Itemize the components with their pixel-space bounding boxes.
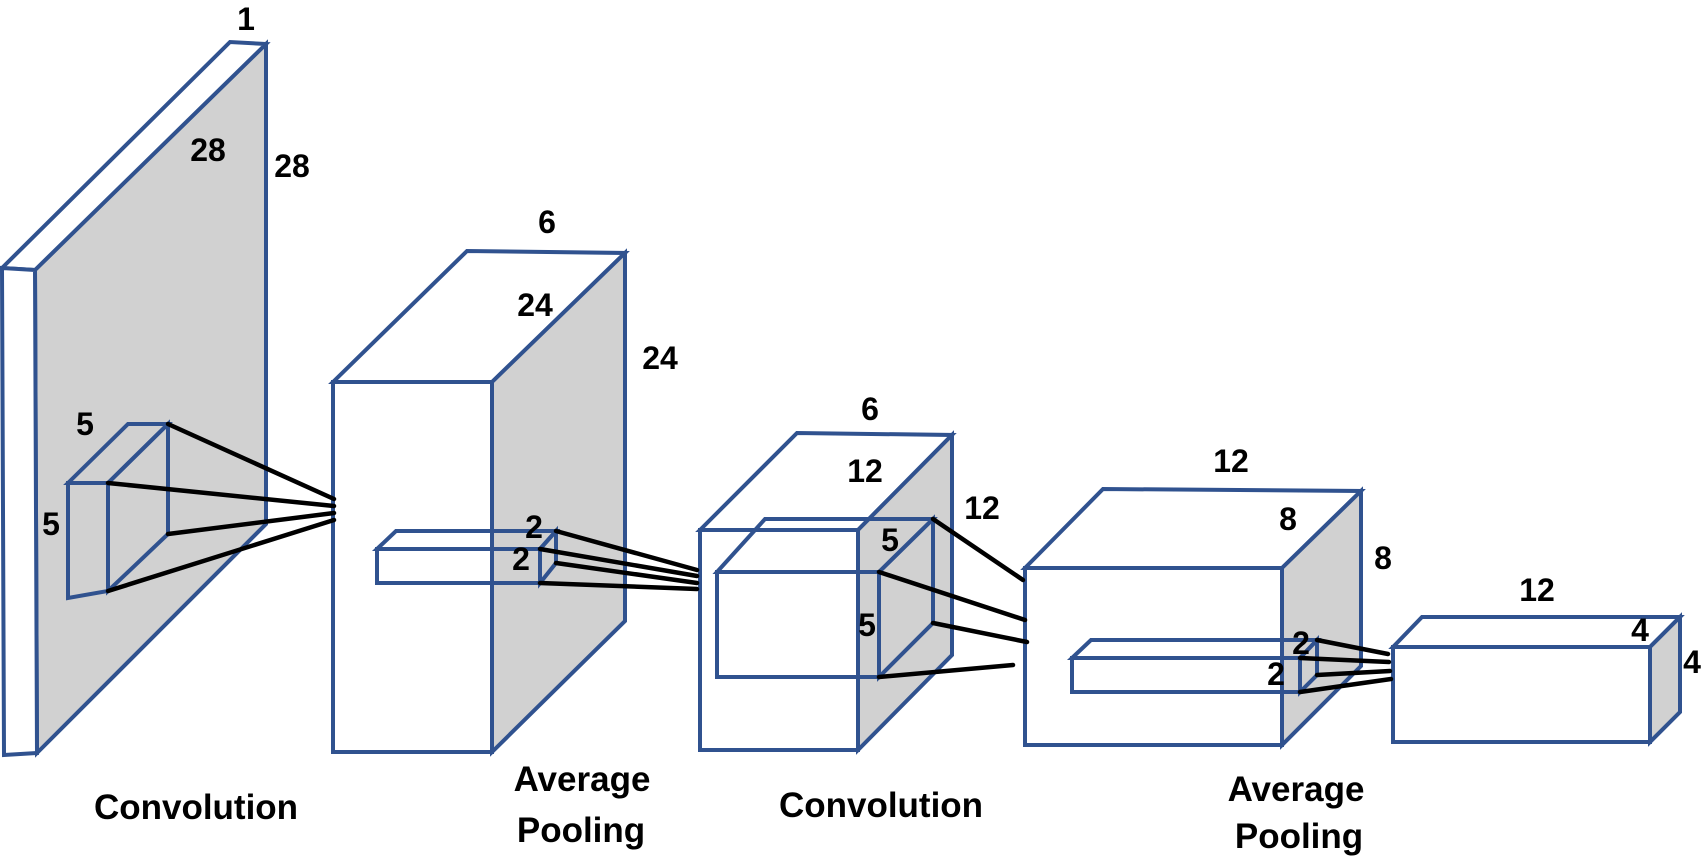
pool2-window-width-label: 2	[1292, 625, 1310, 661]
conv1-width-label: 24	[517, 287, 553, 323]
conv1-connector-lines	[105, 421, 337, 594]
convolution1-caption: Convolution	[94, 788, 298, 827]
avg-pooling1-caption-line1: Average	[514, 760, 651, 799]
pool2-width-label: 4	[1631, 612, 1649, 648]
conv2-height-label: 8	[1374, 540, 1392, 576]
pool2-window-height-label: 2	[1267, 656, 1285, 692]
conv1-kernel-width-label: 5	[76, 406, 94, 442]
connector-line	[553, 560, 700, 586]
conv2-output-block	[1020, 486, 1366, 750]
pool1-window-width-label: 2	[525, 509, 543, 545]
pool1-window-height-label: 2	[512, 541, 530, 577]
connector-line	[553, 528, 700, 573]
pool2-height-label: 4	[1683, 644, 1701, 680]
connector-line	[1297, 676, 1394, 695]
pool1-height-label: 12	[964, 490, 1000, 526]
conv2-connector-lines	[876, 516, 1030, 680]
conv1-kernel-height-label: 5	[42, 506, 60, 542]
pool1-output-block	[695, 430, 957, 755]
avg-pooling2-caption-line1: Average	[1228, 770, 1365, 809]
conv2-kernel-height-label: 5	[858, 607, 876, 643]
pool2-depth-label: 12	[1519, 572, 1555, 608]
conv2-depth-label: 12	[1213, 443, 1249, 479]
conv1-output-block	[328, 248, 630, 757]
avg-pooling1-caption-line2: Pooling	[517, 811, 645, 850]
input-height-label: 28	[274, 148, 310, 184]
connector-line	[1314, 637, 1391, 657]
input-depth-label: 1	[237, 1, 255, 37]
pool1-width-label: 12	[847, 453, 883, 489]
conv1-height-label: 24	[642, 340, 678, 376]
conv1-block-front-face	[331, 380, 494, 754]
conv2-width-label: 8	[1279, 501, 1297, 537]
connector-line	[930, 620, 1030, 645]
convolution2-caption: Convolution	[779, 786, 983, 825]
connector-line	[165, 510, 337, 537]
conv2-kernel-width-label: 5	[881, 522, 899, 558]
pool1-connector-lines	[537, 528, 700, 592]
pool2-output-block	[1388, 612, 1685, 747]
connector-line	[105, 480, 337, 509]
connector-line	[876, 569, 1028, 623]
connector-line	[165, 421, 337, 502]
dimension-labels: 1 28 28 5 5 6 24 24 2 2 6 12 12 5 5 12 8…	[42, 1, 1701, 692]
connector-line	[1297, 655, 1392, 665]
connector-line	[930, 516, 1026, 583]
avg-pooling2-caption-line2: Pooling	[1235, 817, 1363, 856]
pool1-depth-label: 6	[861, 391, 879, 427]
input-plate-front-face	[0, 265, 40, 758]
pool2-block-front-face	[1391, 645, 1652, 744]
input-width-label: 28	[190, 132, 226, 168]
connector-line	[537, 546, 700, 579]
connector-line	[1314, 668, 1393, 678]
conv1-depth-label: 6	[538, 204, 556, 240]
pool2-connector-lines	[1297, 637, 1394, 695]
connector-line	[105, 517, 337, 594]
connector-line	[537, 580, 700, 592]
connector-line	[876, 662, 1016, 680]
pool1-block-front-face	[698, 528, 860, 752]
operation-captions: Convolution Average Pooling Convolution …	[94, 760, 1364, 856]
input-layer-plate	[0, 39, 271, 758]
